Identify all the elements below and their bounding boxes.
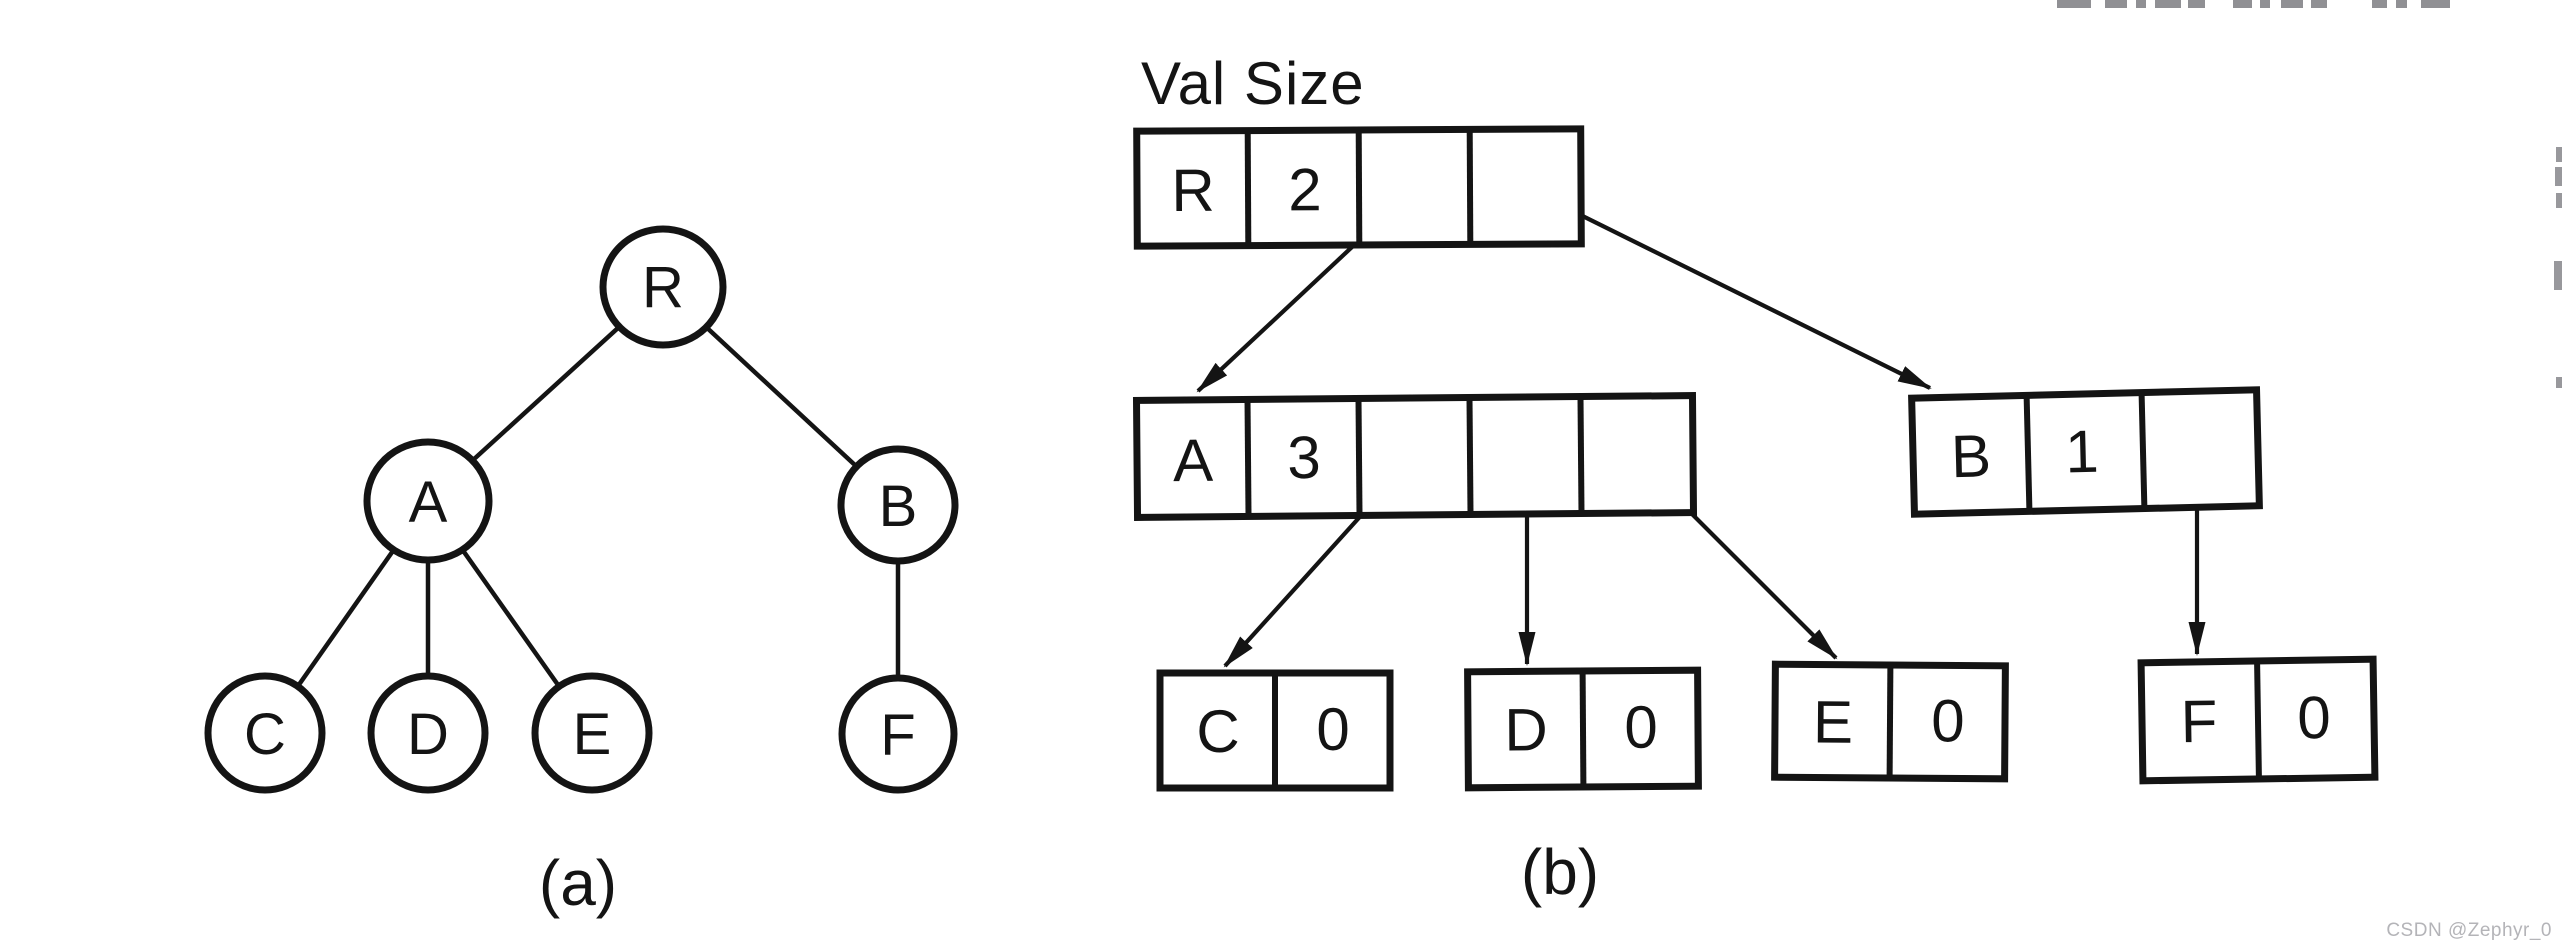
record-cell-divider [1579,670,1587,788]
record-cell-divider [1466,397,1474,515]
record-val-cell: E [1813,688,1853,755]
record-size-cell: 3 [1287,424,1321,491]
tree-node-circle [838,674,958,794]
tree-node-label: R [642,255,684,320]
panel-a-label: (a) [539,847,617,919]
tree-node-circle [363,438,493,564]
scan-artifact-mark [2136,0,2146,8]
scan-artifact-mark [2281,0,2303,8]
record-size-cell: 2 [1288,156,1322,223]
tree-node-circle [599,225,727,349]
pointer-arrow-r-to-b [1521,184,1932,390]
tree-node-label: F [880,703,915,768]
tree-node-label: D [407,702,449,767]
record-box-C: C 0 [1156,669,1394,792]
scan-artifact-mark [2556,377,2562,388]
tree-node-C: C [204,672,326,794]
scan-artifact-mark [2556,147,2562,162]
record-cell-divider [2023,395,2033,512]
record-val-cell: C [1196,698,1239,765]
record-cell-divider [2138,392,2148,509]
tree-node-label: B [879,474,918,539]
tree-node-circle [837,445,959,565]
record-size-cell: 0 [2297,684,2331,752]
record-cell-divider [1355,398,1363,516]
record-val-cell: D [1504,696,1548,763]
record-cell-divider [1466,129,1474,245]
tree-node-F: F [838,674,958,794]
scan-artifact-mark [2233,0,2252,8]
record-box-F: F 0 [2137,655,2379,785]
record-cell-divider [1244,399,1252,517]
record-size-cell: 0 [1624,693,1658,760]
record-val-cell: A [1173,427,1214,494]
tree-node-A: A [363,438,493,564]
scan-artifact-mark [2057,0,2091,8]
scan-artifact-top-edge-text [2057,0,2450,8]
scan-artifact-right-edge-text [2554,147,2562,388]
scan-artifact-mark [2105,0,2127,8]
panel-b-label: (b) [1521,836,1599,908]
tree-node-label: C [244,702,286,767]
scan-artifact-mark [2396,0,2407,8]
scan-artifact-mark [2372,0,2387,8]
tree-node-E: E [531,672,653,794]
record-size-cell: 1 [2064,418,2099,486]
record-outline [1908,386,2263,518]
scan-artifact-mark [2260,0,2270,8]
tree-node-R: R [599,225,727,349]
record-cell-divider [1355,129,1363,246]
val-size-header: Val Size [1141,50,1365,117]
scan-artifact-mark [2421,0,2450,8]
panel-b-records: Val Size R 2 A 3 [1132,50,2379,908]
record-cell-divider [1886,664,1894,779]
panel-a-tree: R A B C D E F (a) [204,225,959,919]
record-box-B: B 1 [1908,386,2263,518]
record-val-cell: R [1171,157,1215,224]
record-cell-divider [1577,396,1585,514]
record-box-R: R 2 [1133,125,1585,250]
csdn-watermark: CSDN @Zephyr_0 [2386,920,2552,941]
record-cell-divider [2254,660,2262,780]
scan-artifact-mark [2188,0,2205,8]
record-box-E: E 0 [1771,660,2009,783]
record-box-A: A 3 [1132,392,1698,521]
tree-node-circle [531,672,653,794]
scan-artifact-mark [2555,167,2562,186]
record-outline [1132,392,1698,521]
tree-node-B: B [837,445,959,565]
record-box-D: D 0 [1464,666,1702,792]
record-cell-divider [1244,130,1252,246]
scan-artifact-mark [2155,0,2181,8]
record-size-cell: 0 [1931,687,1965,754]
tree-node-circle [367,672,489,794]
scan-artifact-mark [2556,193,2562,208]
scan-artifact-mark [2554,261,2562,290]
scan-artifact-mark [2311,0,2327,8]
record-size-cell: 0 [1316,696,1349,763]
tree-node-label: A [409,470,448,535]
record-val-cell: F [2180,688,2218,756]
tree-node-D: D [367,672,489,794]
tree-node-label: E [573,702,612,767]
record-val-cell: B [1950,422,1992,490]
tree-node-circle [204,672,326,794]
